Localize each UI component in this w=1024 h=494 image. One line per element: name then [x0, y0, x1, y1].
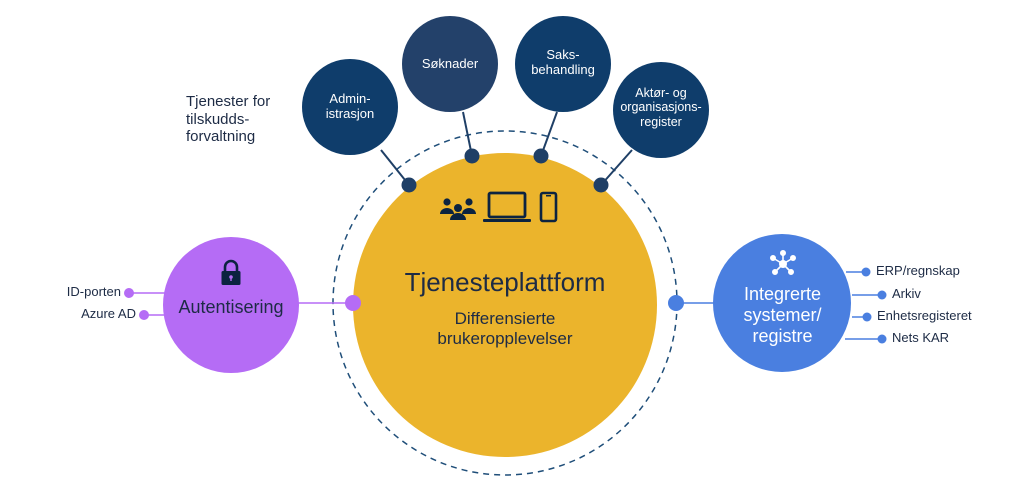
- platform-subtitle: Differensierte brukeropplevelser: [355, 309, 655, 350]
- users-icon: [440, 198, 476, 220]
- service-label-administrasjon: Admin- istrasjon: [302, 91, 398, 122]
- provider-azure-ad[interactable]: Azure AD: [81, 306, 136, 321]
- lock-icon: [221, 259, 241, 285]
- service-circle-aktor[interactable]: [613, 62, 709, 158]
- label-line: Admin-: [329, 91, 371, 106]
- service-label-soknader: Søknader: [402, 56, 498, 72]
- auth-circle[interactable]: [163, 237, 299, 373]
- platform-circle[interactable]: [353, 153, 657, 457]
- system-arkiv[interactable]: Arkiv: [892, 286, 921, 301]
- connector-aktor: [600, 149, 633, 186]
- caption-line: tilskudds-: [186, 110, 250, 128]
- connector-saksbehandling: [540, 111, 558, 157]
- system-nets-kar[interactable]: Nets KAR: [892, 330, 950, 345]
- label-line: registre: [752, 326, 813, 347]
- connector-dot: [593, 177, 609, 193]
- auth-label: Autentisering: [178, 297, 284, 317]
- service-label-saksbehandling: Saks- behandling: [515, 47, 611, 78]
- mobile-phone-icon: [539, 191, 558, 223]
- integrations-circle[interactable]: [713, 234, 851, 372]
- integrations-label: Integrerte systemer/ registre: [713, 284, 852, 347]
- label-line: systemer/: [743, 305, 822, 326]
- subtitle-line: Differensierte: [454, 309, 556, 328]
- services-caption: Tjenester for tilskudds- forvaltning: [186, 93, 270, 146]
- connector-dot: [401, 177, 417, 193]
- platform-title: Tjenesteplattform: [404, 267, 606, 297]
- service-circle-soknader[interactable]: [402, 16, 498, 112]
- label-line: istrasjon: [325, 105, 375, 121]
- caption-line: forvaltning: [186, 128, 256, 146]
- subtitle-line: brukeropplevelser: [437, 329, 573, 349]
- service-label-aktor: Aktør- og organisasjons- register: [608, 86, 714, 129]
- connector-dot: [533, 148, 549, 164]
- service-circle-administrasjon[interactable]: [302, 59, 398, 155]
- provider-id-porten[interactable]: ID-porten: [66, 284, 121, 299]
- label-line: Aktør- og: [635, 86, 687, 100]
- system-erp[interactable]: ERP/regnskap: [876, 263, 960, 278]
- label-line: Integrerte: [743, 284, 822, 304]
- label-line: Søknader: [421, 56, 479, 71]
- system-enhetsregisteret[interactable]: Enhetsregisteret: [877, 308, 972, 323]
- provider-dot: [124, 288, 134, 298]
- label-line: behandling: [531, 61, 595, 77]
- network-hub-icon: [769, 250, 796, 275]
- system-dot: [862, 312, 872, 322]
- laptop-icon: [483, 191, 531, 222]
- auth-platform-dot: [345, 295, 361, 311]
- label-line: Saks-: [546, 47, 580, 62]
- provider-dot: [139, 310, 149, 320]
- caption-line: Tjenester for: [186, 93, 271, 110]
- system-dot: [861, 267, 871, 277]
- label-line: register: [640, 114, 682, 129]
- service-circle-saksbehandling[interactable]: [515, 16, 611, 112]
- system-dot: [877, 334, 887, 344]
- system-dot: [877, 290, 887, 300]
- label-line: organisasjons-: [620, 100, 702, 115]
- connector-dot: [464, 148, 480, 164]
- platform-integrations-dot: [668, 295, 684, 311]
